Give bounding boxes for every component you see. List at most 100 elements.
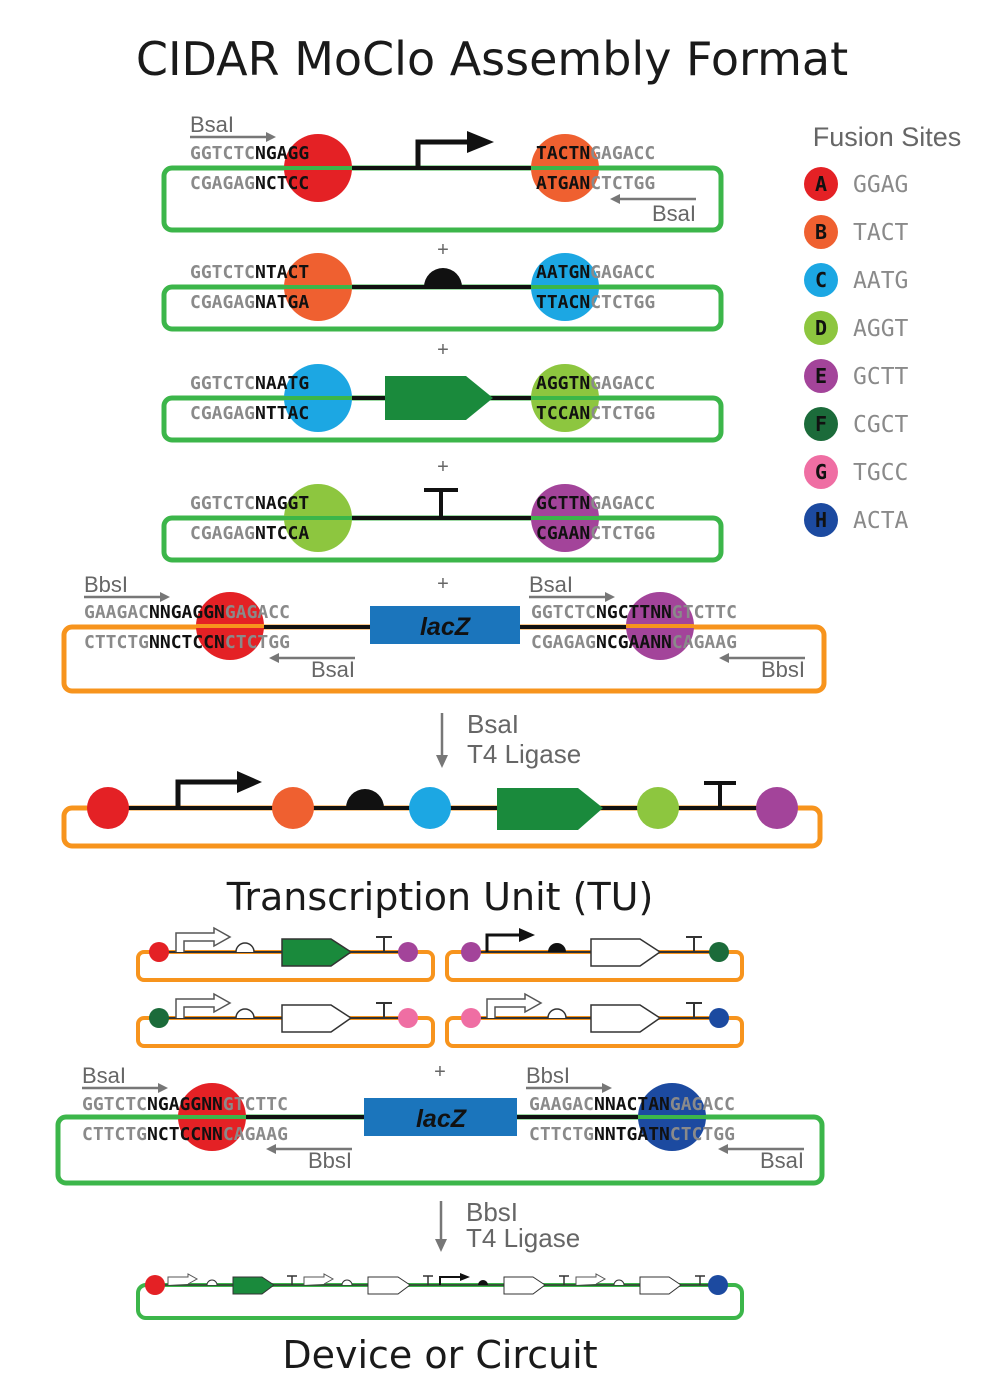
promoter-outline-icon [167, 1273, 199, 1285]
promoter-outline-icon [175, 992, 232, 1018]
destination-vector-1: lacZ GAAGACNNGAGGNGAGACC CTTCTGNNCTCCNCT… [61, 572, 827, 694]
bsai-site-marks: BsaI BsaI [190, 112, 696, 226]
mini-tu-1 [136, 926, 435, 982]
lacz-box [370, 606, 520, 644]
cds-icon [232, 1276, 275, 1295]
terminator-icon [376, 936, 392, 952]
step2-enzyme: BbsI [466, 1197, 518, 1227]
part-plasmid-rbs: GGTCTCNTACT CGAGAGNATGA AATGNGAGACC TTACNCT… [161, 253, 724, 332]
step1-arrow: BsaI T4 Ligase [436, 709, 581, 769]
rbs-icon [424, 268, 462, 287]
lacz-label: lacZ [416, 1105, 468, 1133]
legend-item: B TACT [804, 215, 909, 249]
legend-letter: G [815, 460, 827, 484]
mini-tu-3 [136, 992, 435, 1048]
plus-sign: + [437, 339, 449, 361]
rbs-outline-icon [547, 1008, 567, 1019]
bsai-label-top: BsaI [190, 112, 234, 137]
cds-outline-icon [639, 1276, 682, 1295]
fusion-site-h-circle [708, 1275, 728, 1295]
promoter-outline-icon [575, 1273, 607, 1285]
right-bottom-sequence: TTACNCTCTGG [536, 292, 655, 313]
page-title: CIDAR MoClo Assembly Format [136, 32, 848, 86]
tu-title: Transcription Unit (TU) [226, 875, 654, 919]
left-top-sequence: GGTCTCNAATG [190, 373, 309, 394]
cds-outline-icon [590, 938, 662, 967]
terminator-icon [376, 1002, 392, 1018]
promoter-icon [439, 1276, 460, 1285]
right-bottom-sequence: TCCANCTCTGG [536, 403, 655, 424]
plus-sign: + [434, 1061, 446, 1083]
lacz-box [364, 1098, 517, 1136]
legend-sequence: TACT [853, 220, 909, 246]
legend-letter: H [815, 508, 827, 532]
dest2-right-top-seq: GAAGACNNACTANGAGACC [529, 1094, 735, 1115]
cds-outline-icon [590, 1004, 662, 1033]
left-top-sequence: GGTCTCNAGGT [190, 493, 309, 514]
mini-tu-2 [445, 928, 744, 982]
legend-sequence: TGCC [853, 460, 908, 486]
fusion-site-a-circle [804, 167, 838, 201]
legend-letter: F [815, 412, 827, 436]
step1-enzyme: BsaI [467, 709, 519, 739]
terminator-icon [287, 1275, 297, 1285]
fusion-site-h-circle [709, 1008, 729, 1028]
left-top-sequence: GGTCTCNTACT [190, 262, 309, 283]
left-top-sequence: GGTCTCNGAGG [190, 143, 309, 164]
bbsi-label: BbsI [526, 1063, 570, 1088]
terminator-icon [695, 1275, 705, 1285]
part-plasmid-promoter: GGTCTCNGAGGCGAGAGNCTCCTACTNGAGACCATGANCT… [161, 131, 724, 233]
left-bottom-sequence: CGAGAGNTCCA [190, 523, 309, 544]
fusion-site-c-circle [804, 263, 838, 297]
dest2-left-bottom-seq: CTTCTGNCTCCNNCAGAAG [82, 1124, 288, 1145]
bsai-label-bottom: BsaI [652, 201, 696, 226]
part-plasmid-cds: GGTCTCNAATGCGAGAGNTTACAGGTNGAGACCTCCANCT… [161, 364, 724, 443]
left-bottom-sequence: CGAGAGNTTAC [190, 403, 309, 424]
cds-icon [385, 376, 493, 420]
rbs-outline-icon [341, 1279, 353, 1286]
promoter-icon [485, 933, 519, 952]
legend-item: G TGCC [804, 455, 908, 489]
fusion-site-g-circle [398, 1008, 418, 1028]
bsai-label: BsaI [311, 657, 355, 682]
fusion-site-e-circle [804, 359, 838, 393]
fusion-site-f-circle [804, 407, 838, 441]
dest1-left-top-seq: GAAGACNNGAGGNGAGACC [84, 602, 290, 623]
legend-letter: B [815, 220, 827, 244]
legend-sequence: GGAG [853, 172, 908, 198]
promoter-outline-icon [486, 992, 543, 1018]
cds-outline-icon [281, 1004, 353, 1033]
fusion-site-a-circle [87, 787, 129, 829]
step2-ligase: T4 Ligase [466, 1223, 580, 1253]
plus-sign: + [437, 239, 449, 261]
left-bottom-sequence: CGAGAGNCTCC [190, 173, 309, 194]
step2-arrow: BbsI T4 Ligase [435, 1197, 580, 1253]
fusion-site-e-circle [398, 942, 418, 962]
right-bottom-sequence: ATGANCTCTGG [536, 173, 655, 194]
device-circuit [136, 1273, 744, 1320]
bsai-label: BsaI [82, 1063, 126, 1088]
fusion-site-a-circle [145, 1275, 165, 1295]
legend-letter: E [815, 364, 827, 388]
legend-letter: A [815, 172, 827, 196]
terminator-icon [424, 488, 458, 518]
dest2-right-bottom-seq: CTTCTGNNTGATNCTCTGG [529, 1124, 735, 1145]
destination-vector-2: lacZ GGTCTCNGAGGNNGTCTTC CTTCTGNCTCCNNCA… [55, 1063, 825, 1186]
fusion-site-b-circle [804, 215, 838, 249]
right-top-sequence: AATGNGAGACC [536, 262, 655, 283]
rbs-outline-icon [235, 942, 255, 953]
terminator-icon [686, 936, 702, 952]
legend-letter: D [815, 316, 827, 340]
fusion-site-e-circle [756, 787, 798, 829]
rbs-outline-icon [613, 1279, 625, 1286]
left-bottom-sequence: CGAGAGNATGA [190, 292, 309, 313]
legend-item: A GGAG [804, 167, 908, 201]
promoter-outline-icon [175, 926, 232, 952]
promoter-icon [175, 779, 240, 808]
dest1-left-bottom-seq: CTTCTGNNCTCCNCTCTGG [84, 632, 290, 653]
part-plasmid-terminator: GGTCTCNAGGTCGAGAGNTCCAGCTTNGAGACCCGAANCT… [161, 484, 724, 563]
